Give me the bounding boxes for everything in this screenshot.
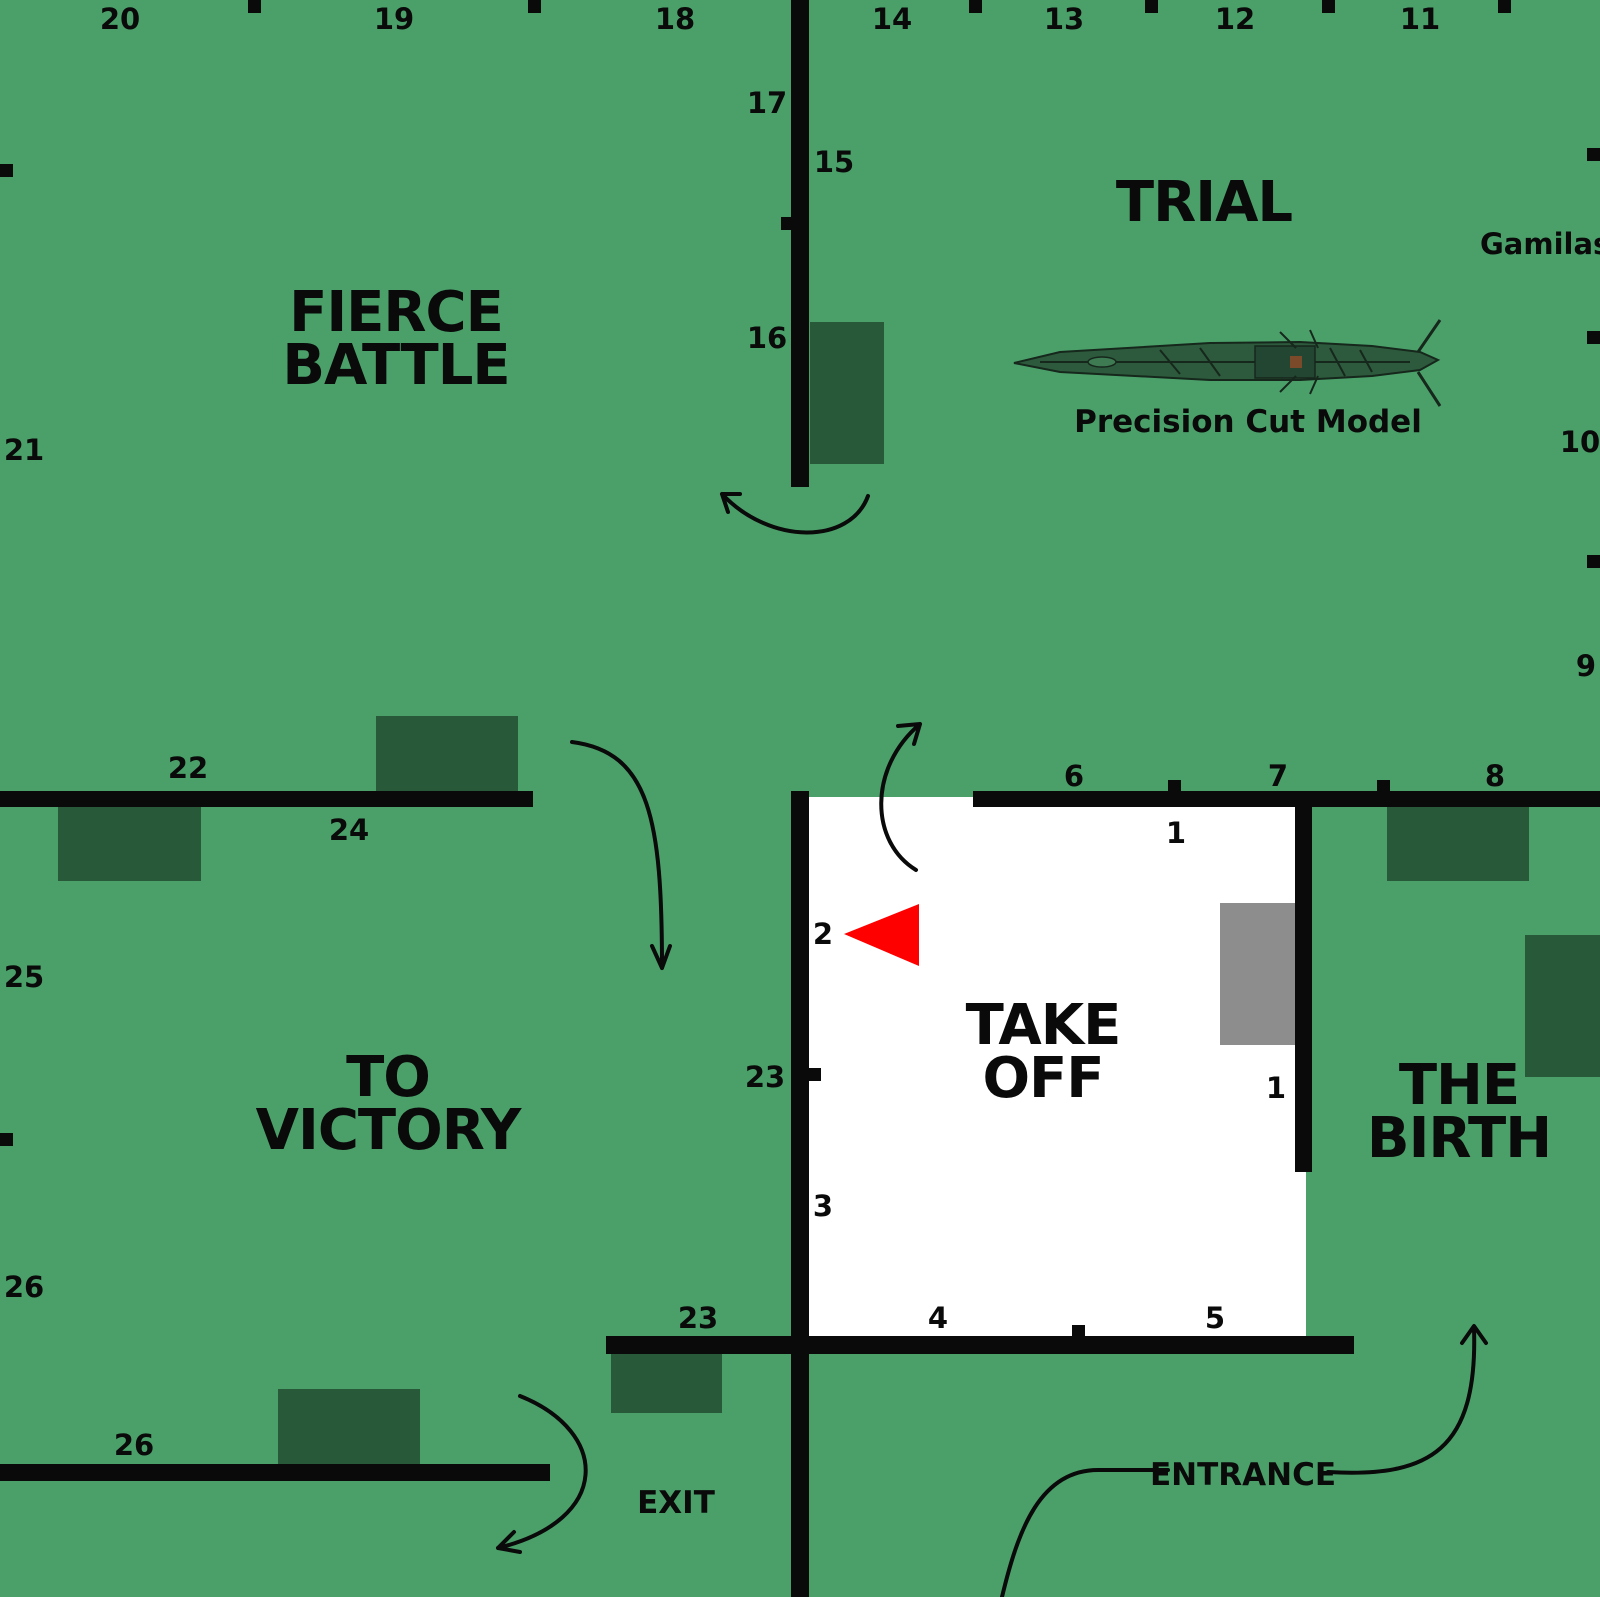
- wall-tick: [1587, 148, 1600, 161]
- wall-tick: [1168, 780, 1181, 791]
- wall-row-left: [0, 791, 533, 807]
- room-title-fierce-battle-line2: BATTLE: [282, 333, 509, 398]
- you-are-here-marker-icon: [844, 904, 919, 966]
- flow-arrow: [1000, 1468, 1170, 1597]
- exhibit-numbers: 20 19 18 14 13 12 11 17 15 16 21 10 9 22…: [4, 2, 1600, 1462]
- exhibit-number: 26: [114, 1428, 154, 1462]
- exhibit-number: 6: [1064, 759, 1084, 793]
- exhibit-number: 9: [1576, 649, 1596, 683]
- exhibit-number: 7: [1268, 759, 1288, 793]
- exhibit-number: 4: [928, 1301, 948, 1335]
- battleship-model-icon: [1013, 319, 1442, 407]
- exhibit-number: 23: [678, 1301, 718, 1335]
- exhibit-number: 8: [1485, 759, 1505, 793]
- exhibit-number: 25: [4, 960, 44, 994]
- wall-tick: [969, 0, 982, 13]
- display-case: [58, 806, 201, 881]
- exhibit-number: 1: [1266, 1071, 1286, 1105]
- wall-takeoff-top: [973, 791, 1600, 807]
- exhibit-number: 20: [100, 2, 140, 36]
- wall-tick: [1072, 1325, 1085, 1336]
- display-case: [1525, 935, 1600, 1077]
- room-title-take-off-line2: OFF: [982, 1046, 1103, 1111]
- ship-turret-detail: [1159, 347, 1373, 377]
- exhibit-number: 11: [1400, 2, 1440, 36]
- wall-takeoff-right: [1295, 807, 1312, 1172]
- wall-tick: [248, 0, 261, 13]
- wall-tick: [809, 1068, 821, 1081]
- wall-takeoff-bottom: [606, 1336, 1354, 1354]
- entrance-label: ENTRANCE: [1150, 1457, 1336, 1493]
- display-case: [810, 322, 884, 464]
- exhibit-number: 3: [813, 1189, 833, 1223]
- exhibit-number: 1: [1166, 816, 1186, 850]
- exhibit-number: 21: [4, 433, 44, 467]
- room-title-fierce-battle-line1: FIERCE: [289, 280, 503, 345]
- wall-tick: [1322, 0, 1335, 13]
- exhibit-number: 14: [872, 2, 912, 36]
- ship-wing-detail: [1279, 329, 1319, 395]
- display-case: [611, 1354, 722, 1413]
- room-title-to-victory-line1: TO: [346, 1045, 430, 1110]
- wall-tick: [1145, 0, 1158, 13]
- exhibit-number: 15: [814, 145, 854, 179]
- exhibit-number: 26: [4, 1270, 44, 1304]
- display-case: [1387, 806, 1529, 881]
- take-off-grey-panel: [1220, 903, 1296, 1045]
- room-title-take-off-line1: TAKE: [966, 993, 1121, 1058]
- wall-tick: [1377, 780, 1390, 791]
- precision-cut-model-label: Precision Cut Model: [1074, 404, 1422, 440]
- exhibit-number: 19: [374, 2, 414, 36]
- wall-tick: [781, 217, 792, 230]
- exhibit-number: 22: [168, 751, 208, 785]
- wall-tick: [0, 164, 13, 177]
- take-off-room-floor: [808, 797, 1306, 1337]
- exhibit-number: 2: [813, 917, 833, 951]
- exhibit-number: 5: [1205, 1301, 1225, 1335]
- room-title-the-birth-line1: THE: [1399, 1053, 1519, 1118]
- wall-takeoff-left: [791, 791, 809, 1597]
- exhibit-number: 23: [745, 1060, 785, 1094]
- exit-label: EXIT: [637, 1485, 715, 1521]
- exhibit-number: 10: [1560, 425, 1600, 459]
- flow-arrow: [1326, 1324, 1488, 1475]
- exhibit-number: 24: [329, 813, 369, 847]
- exhibit-number: 13: [1044, 2, 1084, 36]
- wall-upper-vertical: [791, 0, 809, 487]
- room-title-to-victory-line2: VICTORY: [256, 1098, 523, 1163]
- room-title-the-birth-line2: BIRTH: [1367, 1106, 1551, 1171]
- flow-arrows: [496, 492, 1488, 1597]
- ship-bow-detail: [1087, 356, 1117, 368]
- flow-arrow: [879, 722, 922, 872]
- flow-arrow: [496, 1394, 588, 1554]
- display-case: [376, 716, 518, 792]
- display-cases: [58, 322, 1600, 1464]
- wall-tick: [0, 1133, 13, 1146]
- exhibit-number: 18: [655, 2, 695, 36]
- wall-tick: [1498, 0, 1511, 13]
- wall-bottom-left: [0, 1464, 550, 1481]
- wall-tick: [1587, 555, 1600, 568]
- flow-arrow: [570, 740, 672, 970]
- exhibit-number: 12: [1215, 2, 1255, 36]
- wall-ticks: [0, 0, 1600, 1336]
- wall-tick: [1587, 331, 1600, 344]
- exhibit-number: 17: [747, 86, 787, 120]
- room-title-trial: TRIAL: [1116, 170, 1292, 235]
- display-case: [278, 1389, 420, 1464]
- exhibit-number: 16: [747, 321, 787, 355]
- ship-superstructure: [1254, 345, 1316, 379]
- wall-tick: [528, 0, 541, 13]
- ship-stern-fins: [1416, 319, 1442, 407]
- ship-bridge-detail: [1290, 356, 1302, 368]
- flow-arrow: [720, 492, 870, 535]
- gamilas-label: Gamilas: [1480, 227, 1600, 261]
